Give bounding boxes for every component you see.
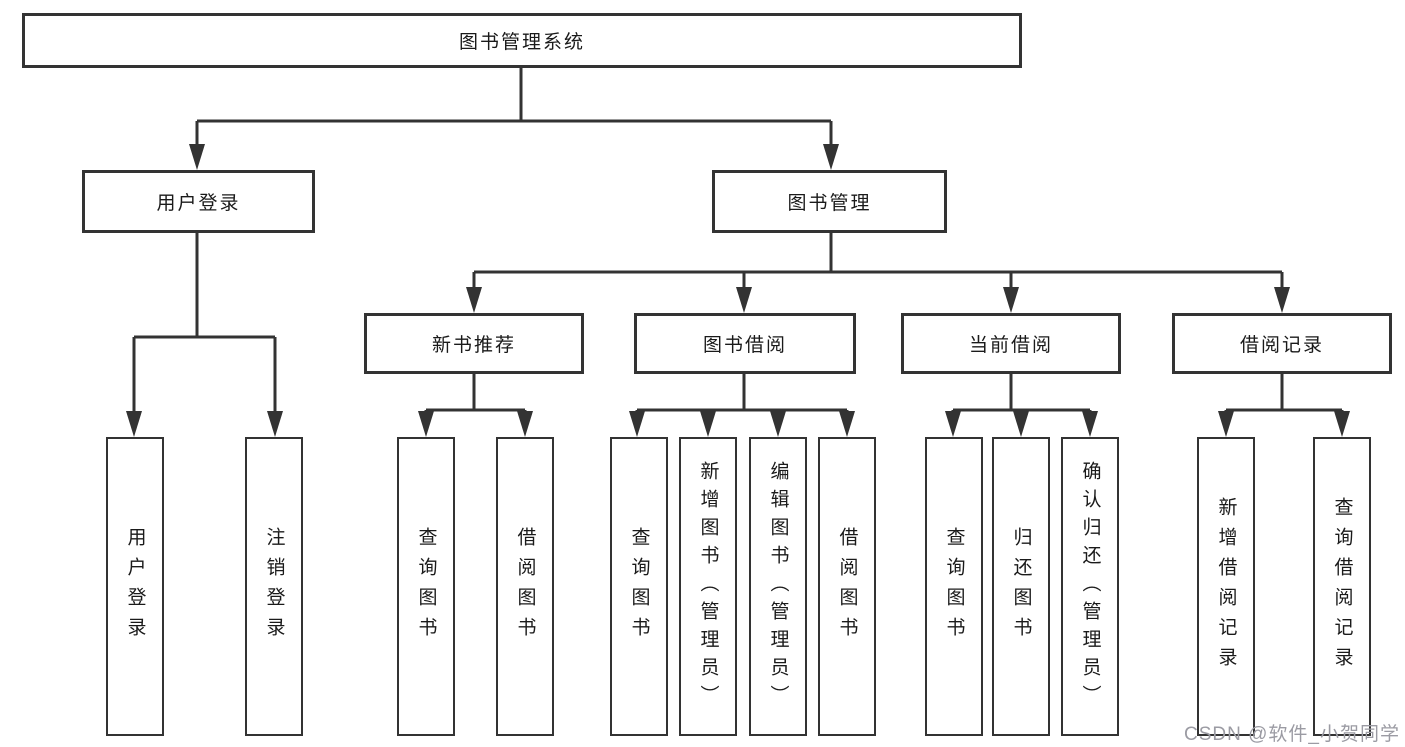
leaf-records-add-borrow-record: 新增借阅记录 bbox=[1197, 437, 1255, 736]
leaf-label: 新增借阅记录 bbox=[1215, 496, 1237, 677]
leaf-label: 确认归还（管理员） bbox=[1079, 460, 1101, 713]
node-user-login: 用户登录 bbox=[82, 170, 315, 233]
connector-segments bbox=[134, 68, 1342, 412]
leaf-label: 查询借阅记录 bbox=[1331, 496, 1353, 677]
watermark: CSDN @软件_小贺同学 bbox=[1184, 724, 1400, 745]
leaf-label: 借阅图书 bbox=[514, 526, 536, 647]
leaf-user-login: 用户登录 bbox=[106, 437, 164, 736]
arrow-down-icons bbox=[126, 121, 1350, 437]
leaf-current-confirm-return-admin: 确认归还（管理员） bbox=[1061, 437, 1119, 736]
leaf-recommend-borrow-books: 借阅图书 bbox=[496, 437, 554, 736]
leaf-label: 借阅图书 bbox=[836, 526, 858, 647]
leaf-label: 查询图书 bbox=[415, 526, 437, 647]
leaf-borrow-edit-books-admin: 编辑图书（管理员） bbox=[749, 437, 807, 736]
leaf-label: 新增图书（管理员） bbox=[697, 460, 719, 713]
node-book-management: 图书管理 bbox=[712, 170, 947, 233]
leaf-recommend-query-books: 查询图书 bbox=[397, 437, 455, 736]
leaf-label: 查询图书 bbox=[628, 526, 650, 647]
leaf-current-query-books: 查询图书 bbox=[925, 437, 983, 736]
leaf-borrow-add-books-admin: 新增图书（管理员） bbox=[679, 437, 737, 736]
leaf-logout-login: 注销登录 bbox=[245, 437, 303, 736]
leaf-records-query-borrow-record: 查询借阅记录 bbox=[1313, 437, 1371, 736]
node-root: 图书管理系统 bbox=[22, 13, 1022, 68]
leaf-current-return-books: 归还图书 bbox=[992, 437, 1050, 736]
leaf-label: 注销登录 bbox=[263, 526, 285, 647]
leaf-label: 编辑图书（管理员） bbox=[767, 460, 789, 713]
node-borrow-records: 借阅记录 bbox=[1172, 313, 1392, 374]
node-current-borrow: 当前借阅 bbox=[901, 313, 1121, 374]
node-book-borrow: 图书借阅 bbox=[634, 313, 856, 374]
leaf-label: 查询图书 bbox=[943, 526, 965, 647]
leaf-borrow-query-books: 查询图书 bbox=[610, 437, 668, 736]
node-new-book-recommend: 新书推荐 bbox=[364, 313, 584, 374]
leaf-label: 用户登录 bbox=[124, 526, 146, 647]
leaf-label: 归还图书 bbox=[1010, 526, 1032, 647]
leaf-borrow-borrow-books: 借阅图书 bbox=[818, 437, 876, 736]
